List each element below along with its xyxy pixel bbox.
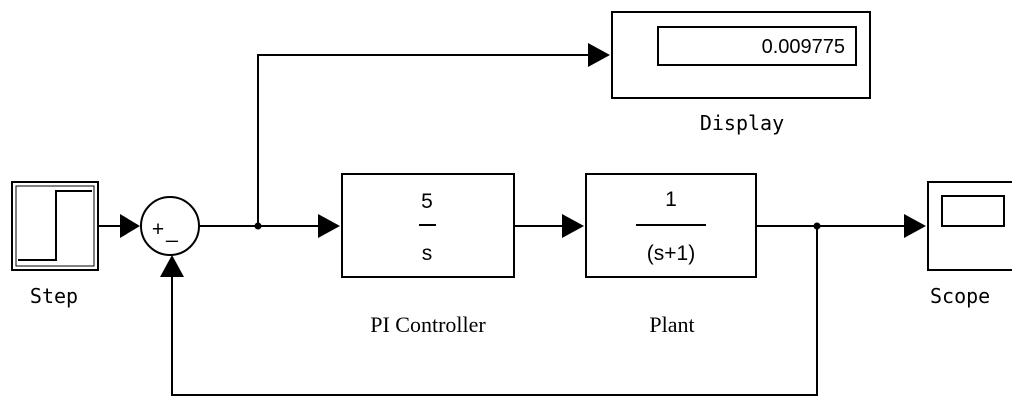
step-to-sum-wire: [98, 214, 140, 238]
step-block[interactable]: [11, 181, 99, 271]
plant-denominator: (s+1): [647, 242, 695, 265]
error-to-display-wire: [257, 43, 610, 226]
display-label: Display: [700, 111, 784, 135]
plant-to-scope-wire: [756, 214, 926, 238]
controller-denominator: s: [422, 242, 433, 265]
sum-block[interactable]: + _: [140, 196, 200, 256]
sum-plus-sign: +: [152, 218, 164, 241]
controller-to-plant-wire: [514, 214, 584, 238]
pi-controller-block[interactable]: 5 s: [341, 173, 515, 278]
scope-label: Scope: [930, 284, 990, 308]
controller-label: PI Controller: [370, 312, 486, 337]
display-block[interactable]: 0.009775: [611, 11, 871, 99]
sum-minus-sign: _: [165, 220, 178, 243]
scope-screen: [941, 195, 1005, 227]
plant-label: Plant: [649, 312, 694, 337]
step-label: Step: [30, 284, 78, 308]
display-value: 0.009775: [762, 36, 845, 58]
controller-numerator: 5: [421, 190, 433, 213]
sum-to-controller-wire: [199, 214, 340, 238]
plant-block[interactable]: 1 (s+1): [585, 173, 757, 278]
feedback-wire: [160, 226, 818, 396]
display-readout: [657, 26, 857, 66]
plant-numerator: 1: [665, 188, 677, 211]
scope-block[interactable]: [927, 181, 1012, 271]
